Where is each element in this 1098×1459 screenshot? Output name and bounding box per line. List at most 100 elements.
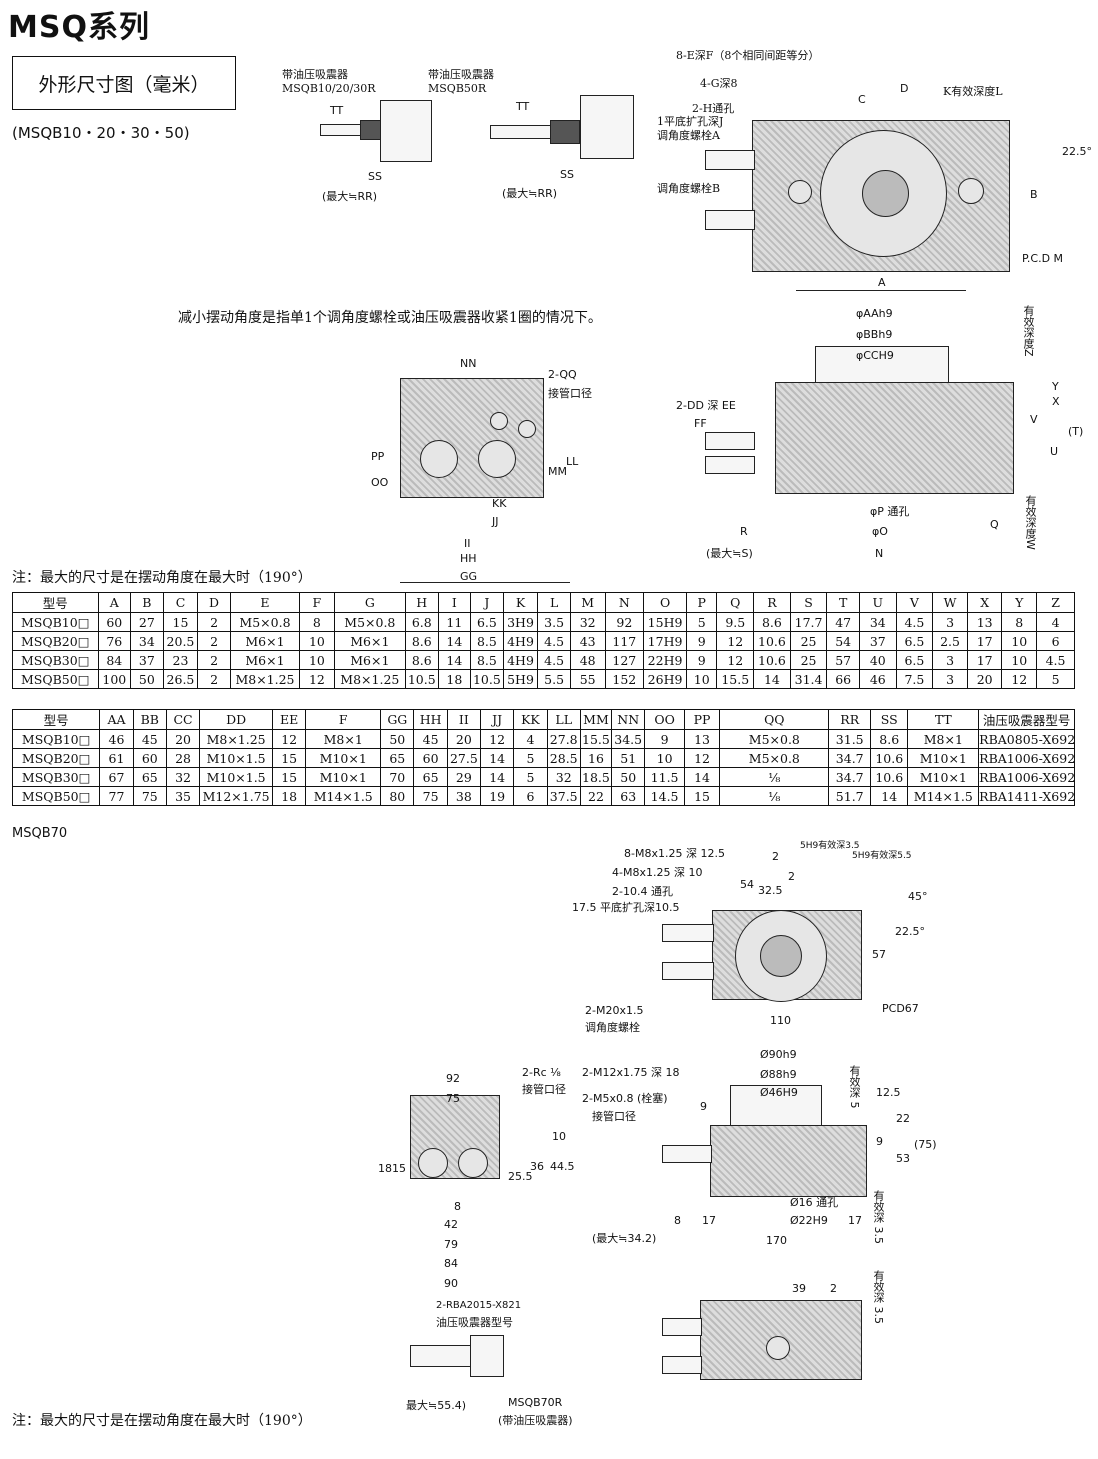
table-cell: MSQB30□ bbox=[11, 767, 101, 787]
table-cell: 3 bbox=[932, 650, 968, 670]
table-cell: 17 bbox=[966, 631, 1003, 651]
b70-port-left bbox=[418, 1148, 448, 1178]
table-cell: 51.7 bbox=[828, 786, 872, 806]
table-cell: 61 bbox=[99, 748, 134, 768]
table-cell: M5×0.8 bbox=[719, 748, 830, 768]
table-cell: 66 bbox=[826, 669, 860, 689]
section-msqb70: MSQB70 bbox=[12, 826, 68, 841]
table-cell: 2.5 bbox=[932, 631, 968, 651]
table-cell: 8.5 bbox=[470, 650, 504, 670]
table-cell: 38 bbox=[446, 786, 482, 806]
table-cell: 8 bbox=[1001, 612, 1038, 632]
b70-d8: 8 bbox=[454, 1200, 461, 1213]
b70-m8: 8-M8x1.25 深 12.5 bbox=[624, 847, 725, 860]
table-header-row-cell: BB bbox=[132, 709, 167, 730]
table-cell: M6×1 bbox=[333, 631, 406, 651]
table-header-row-cell: HH bbox=[413, 709, 448, 730]
p-label: φP 通孔 bbox=[870, 505, 910, 518]
table-cell: ⅛ bbox=[719, 767, 830, 787]
center-hub bbox=[862, 170, 909, 217]
x-label: X bbox=[1052, 395, 1060, 408]
table-header-row-cell: N bbox=[604, 592, 645, 613]
table-cell: M10×1.5 bbox=[199, 767, 273, 787]
dim-line-gg bbox=[400, 582, 570, 583]
table-header-row-cell: H bbox=[404, 592, 439, 613]
table-cell: 37 bbox=[858, 631, 897, 651]
pcd-label: P.C.D M bbox=[1022, 252, 1064, 265]
b70-side-body bbox=[710, 1125, 867, 1197]
b70-bottom-hole bbox=[766, 1336, 790, 1360]
table-cell: 12 bbox=[716, 631, 755, 651]
table-cell: M10×1.5 bbox=[199, 748, 273, 768]
table-header-row-cell: SS bbox=[870, 709, 909, 730]
table-cell: 11 bbox=[437, 612, 472, 632]
b70-d10: 10 bbox=[552, 1130, 566, 1143]
b70-d2c: 2 bbox=[830, 1282, 837, 1295]
table-cell: 2 bbox=[197, 650, 231, 670]
table-cell: M8×1.25 bbox=[333, 669, 406, 689]
adjust-bolt-b bbox=[705, 210, 755, 230]
table-cell: 15.5 bbox=[579, 729, 613, 749]
b70-a225: 22.5° bbox=[895, 925, 925, 938]
shock-2-title: 带油压吸震器 bbox=[428, 68, 494, 81]
table-header-row-cell: 型号 bbox=[11, 709, 101, 730]
table-header-row-cell: Q bbox=[716, 592, 755, 613]
table-cell: 35 bbox=[165, 786, 201, 806]
table-cell: 31.4 bbox=[789, 669, 828, 689]
b70r-model: MSQB70R bbox=[508, 1396, 563, 1409]
b70-d17a: 17 bbox=[702, 1214, 716, 1227]
table-cell: 15 bbox=[271, 748, 307, 768]
table-header-row-cell: R bbox=[753, 592, 791, 613]
table-cell: 8.6 bbox=[753, 612, 791, 632]
table-cell: 10 bbox=[1001, 650, 1038, 670]
table-cell: 10 bbox=[644, 748, 685, 768]
table-cell: 18.5 bbox=[579, 767, 613, 787]
table-cell: 10.6 bbox=[870, 748, 909, 768]
port-right bbox=[478, 440, 516, 478]
b70-d9b: 9 bbox=[700, 1100, 707, 1113]
table-cell: 14 bbox=[437, 650, 472, 670]
table-cell: 34 bbox=[130, 631, 164, 651]
table-cell: M6×1 bbox=[229, 631, 301, 651]
n-label: N bbox=[875, 547, 884, 560]
table-cell: 46 bbox=[858, 669, 897, 689]
table-cell: 2 bbox=[197, 669, 231, 689]
bb-label: φBBh9 bbox=[856, 328, 893, 341]
table-header-row-cell: G bbox=[333, 592, 406, 613]
c-label: C bbox=[858, 93, 866, 106]
ss-label-2: SS bbox=[560, 168, 574, 181]
table-cell: 65 bbox=[132, 767, 167, 787]
mm-label: MM bbox=[548, 465, 567, 478]
b70-eff35b: 有效深 3.5 bbox=[872, 1270, 885, 1324]
table-cell: 4.5 bbox=[537, 650, 571, 670]
angle-label: 22.5° bbox=[1062, 145, 1092, 158]
side-bolt-2 bbox=[705, 456, 755, 474]
b70-bottom-bolt-1 bbox=[662, 1318, 702, 1336]
b70-d9: 9 bbox=[876, 1135, 883, 1148]
table-cell: 8.6 bbox=[870, 729, 909, 749]
table-cell: M8×1.25 bbox=[199, 729, 273, 749]
table-cell: 20 bbox=[446, 729, 482, 749]
table-cell: 60 bbox=[97, 612, 132, 632]
adjust-bolt-a bbox=[705, 150, 755, 170]
b70-hole: 2-10.4 通孔 bbox=[612, 885, 673, 898]
b70-d92: 92 bbox=[446, 1072, 460, 1085]
table-header-row-cell: II bbox=[446, 709, 482, 730]
g-label: 4-G深8 bbox=[700, 77, 738, 90]
port-small bbox=[490, 412, 508, 430]
table-cell: 7.5 bbox=[895, 669, 934, 689]
table-header-row-cell: M bbox=[569, 592, 606, 613]
b70-d54: 54 bbox=[740, 878, 754, 891]
b70-a45: 45° bbox=[908, 890, 928, 903]
b70-h9b: 5H9有效深5.5 bbox=[852, 851, 912, 861]
table-cell: 67 bbox=[99, 767, 134, 787]
table-cell: 22 bbox=[579, 786, 613, 806]
b70-bolt-1 bbox=[662, 924, 714, 942]
table-cell: 12 bbox=[299, 669, 335, 689]
port-left bbox=[420, 440, 458, 478]
table-cell: 5 bbox=[513, 767, 548, 787]
table-cell: 4H9 bbox=[502, 631, 539, 651]
